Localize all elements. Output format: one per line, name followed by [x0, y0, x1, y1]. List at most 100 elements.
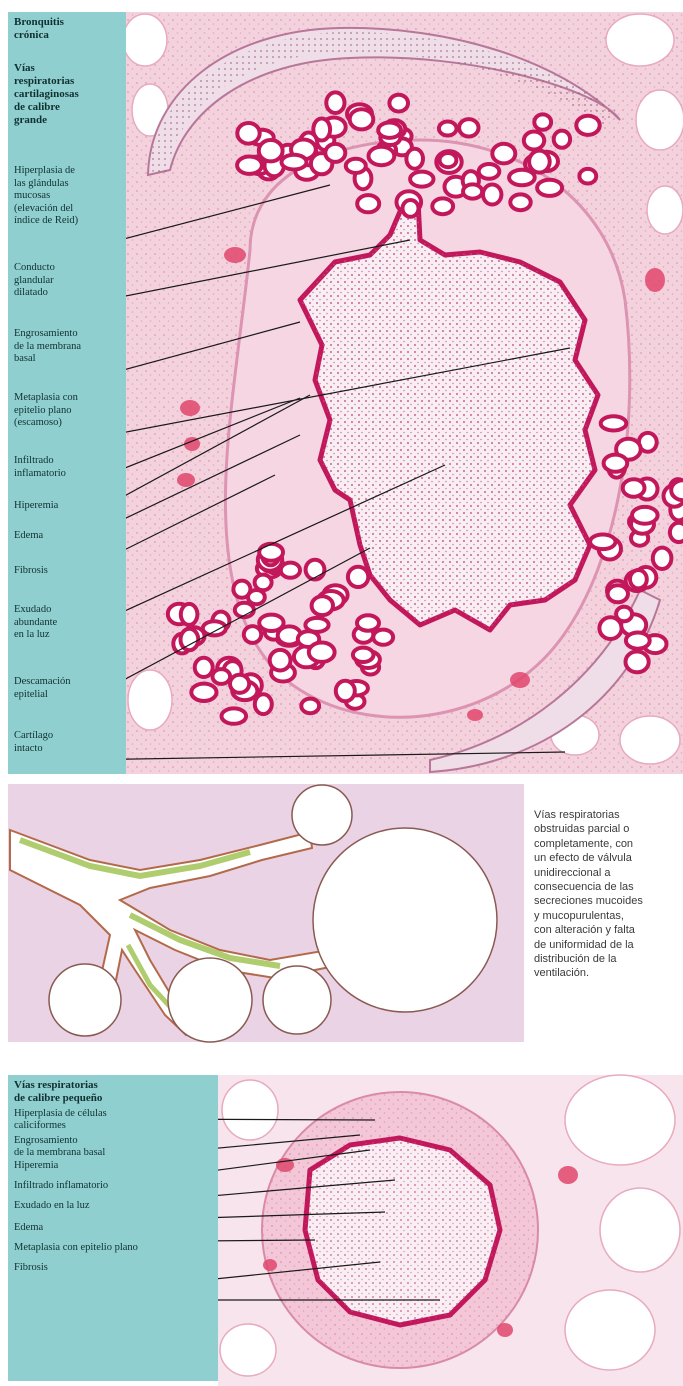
mucous-gland: [336, 681, 355, 701]
mucous-gland: [440, 153, 457, 167]
mucous-gland: [670, 523, 683, 542]
mucous-gland: [369, 147, 395, 165]
mucous-gland: [312, 596, 333, 615]
label-basement-membrane-thickening-line: basal: [14, 353, 81, 366]
label-basement-membrane-thickening: Engrosamientode la membranabasal: [14, 328, 81, 366]
label-dilated-gland-duct-line: glandular: [14, 275, 55, 288]
mucous-gland: [203, 621, 226, 635]
label-edema-line: Edema: [14, 530, 43, 543]
label-luminal-exudate-line: Exudado: [14, 604, 57, 617]
mucous-gland: [191, 684, 216, 701]
label-small-basement-membrane-thickening-line: de la membrana basal: [14, 1147, 105, 1159]
panel-subtitle-line: Vías: [14, 62, 79, 75]
panel-title: Bronquitiscrónica: [14, 16, 64, 42]
mucous-gland: [439, 122, 457, 136]
mucous-gland: [195, 658, 213, 677]
label-inflammatory-infiltrate-line: inflamatorio: [14, 468, 66, 481]
mucous-gland: [222, 708, 247, 723]
label-small-hyperemia: Hiperemia: [14, 1160, 58, 1172]
label-epithelial-desquamation-line: Descamación: [14, 676, 71, 689]
label-small-fibrosis-line: Fibrosis: [14, 1262, 48, 1274]
description-line: con alteración y falta: [534, 923, 683, 937]
mucous-gland: [230, 675, 249, 693]
mucous-gland: [590, 535, 615, 550]
description-line: consecuencia de las: [534, 880, 683, 894]
mucous-gland: [524, 132, 544, 150]
mucous-gland: [483, 185, 501, 205]
description-line: ventilación.: [534, 966, 683, 980]
description-line: y mucopurulentas,: [534, 909, 683, 923]
panel-subtitle-line: de calibre: [14, 101, 79, 114]
mucous-gland: [213, 669, 231, 684]
mucous-gland: [389, 95, 408, 112]
mucous-gland: [306, 560, 325, 580]
mucous-gland: [282, 155, 307, 170]
mucous-gland: [259, 140, 283, 161]
description-line: unidireccional a: [534, 866, 683, 880]
mucous-gland: [630, 570, 647, 588]
label-gland-hyperplasia-line: las glándulas: [14, 178, 78, 191]
mucous-gland: [373, 630, 393, 645]
label-small-squamous-metaplasia-line: Metaplasia con epitelio plano: [14, 1242, 138, 1254]
mucous-gland: [510, 194, 530, 210]
label-small-squamous-metaplasia: Metaplasia con epitelio plano: [14, 1242, 138, 1254]
label-inflammatory-infiltrate-line: Infiltrado: [14, 455, 66, 468]
label-dilated-gland-duct-line: Conducto: [14, 262, 55, 275]
panel-title-line: crónica: [14, 29, 64, 42]
label-gland-hyperplasia-line: índice de Reid): [14, 215, 78, 228]
mucous-gland: [259, 615, 283, 631]
mucous-gland: [353, 648, 374, 662]
description-line: secreciones mucoides: [534, 894, 683, 908]
label-dilated-gland-duct-line: dilatado: [14, 287, 55, 300]
label-small-luminal-exudate-line: Exudado en la luz: [14, 1200, 90, 1212]
label-basement-membrane-thickening-line: de la membrana: [14, 341, 81, 354]
label-gland-hyperplasia: Hiperplasia delas glándulasmucosas(eleva…: [14, 165, 78, 228]
label-hyperemia-line: Hiperemia: [14, 500, 58, 513]
description-line: Vías respiratorias: [534, 808, 683, 822]
mucous-gland: [554, 131, 570, 148]
label-intact-cartilage-line: intacto: [14, 743, 53, 756]
description-line: distribución de la: [534, 952, 683, 966]
label-epithelial-desquamation-line: epitelial: [14, 689, 71, 702]
mucous-gland: [459, 119, 478, 136]
label-basement-membrane-thickening-line: Engrosamiento: [14, 328, 81, 341]
label-fibrosis-line: Fibrosis: [14, 565, 48, 578]
mucous-gland: [237, 157, 262, 174]
mucous-gland: [406, 149, 423, 169]
mucous-gland: [608, 585, 628, 602]
label-squamous-metaplasia-line: (escamoso): [14, 417, 78, 430]
description-line: de uniformidad de la: [534, 938, 683, 952]
mucous-gland: [357, 615, 379, 630]
label-gland-hyperplasia-line: Hiperplasia de: [14, 165, 78, 178]
panel-subtitle-line: grande: [14, 114, 79, 127]
label-small-goblet-hyperplasia-line: caliciformes: [14, 1120, 107, 1132]
label-small-fibrosis: Fibrosis: [14, 1262, 48, 1274]
label-gland-hyperplasia-line: (elevación del: [14, 203, 78, 216]
label-small-inflammatory-infiltrate: Infiltrado inflamatorio: [14, 1180, 108, 1192]
label-small-luminal-exudate: Exudado en la luz: [14, 1200, 90, 1212]
mucous-gland: [181, 604, 198, 625]
mucous-gland: [325, 144, 345, 162]
mucous-gland: [348, 567, 368, 587]
mucous-gland: [346, 159, 366, 173]
mucous-gland: [623, 479, 645, 497]
label-hyperemia: Hiperemia: [14, 500, 58, 513]
mucous-gland: [255, 575, 272, 591]
label-small-hyperemia-line: Hiperemia: [14, 1160, 58, 1172]
mucous-gland: [301, 699, 319, 714]
label-squamous-metaplasia-line: epitelio plano: [14, 405, 78, 418]
description-line: un efecto de válvula: [534, 851, 683, 865]
mucous-gland: [357, 195, 379, 212]
mucous-gland: [403, 200, 419, 217]
mucous-gland: [534, 114, 551, 129]
label-edema: Edema: [14, 530, 43, 543]
label-luminal-exudate-line: abundante: [14, 617, 57, 630]
mucous-gland: [350, 109, 374, 129]
mucous-gland: [326, 92, 344, 113]
